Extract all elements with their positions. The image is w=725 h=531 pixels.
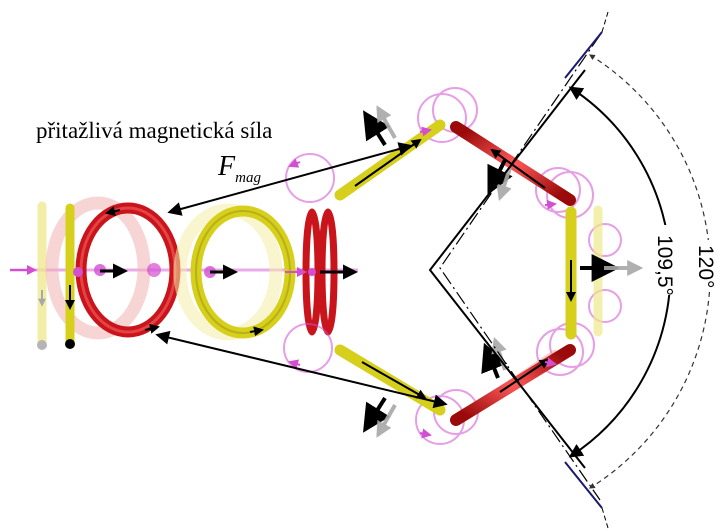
ghost-red-ring — [45, 196, 151, 340]
force-arrow-bottom — [155, 330, 448, 409]
wedge-120-lines — [439, 34, 601, 501]
angle-construction — [428, 11, 718, 529]
arc-120 — [588, 54, 711, 489]
red-rod-bottom — [450, 344, 576, 426]
force-caption: přitažlivá magnetická síla — [36, 118, 272, 143]
wedge-109-lines — [428, 69, 586, 469]
force-symbol-subscript: mag — [235, 170, 261, 186]
force-arrows — [155, 142, 448, 409]
force-symbol-main: F — [217, 151, 236, 182]
angle-label-120: 120° — [694, 245, 717, 288]
yellow-rod-bottom — [334, 344, 446, 416]
ring-stack — [10, 196, 358, 350]
yellow-rod-top — [334, 119, 446, 201]
force-symbol: Fmag — [217, 151, 261, 186]
angle-label-109: 109,5° — [653, 235, 676, 296]
force-arrow-top — [167, 142, 413, 216]
